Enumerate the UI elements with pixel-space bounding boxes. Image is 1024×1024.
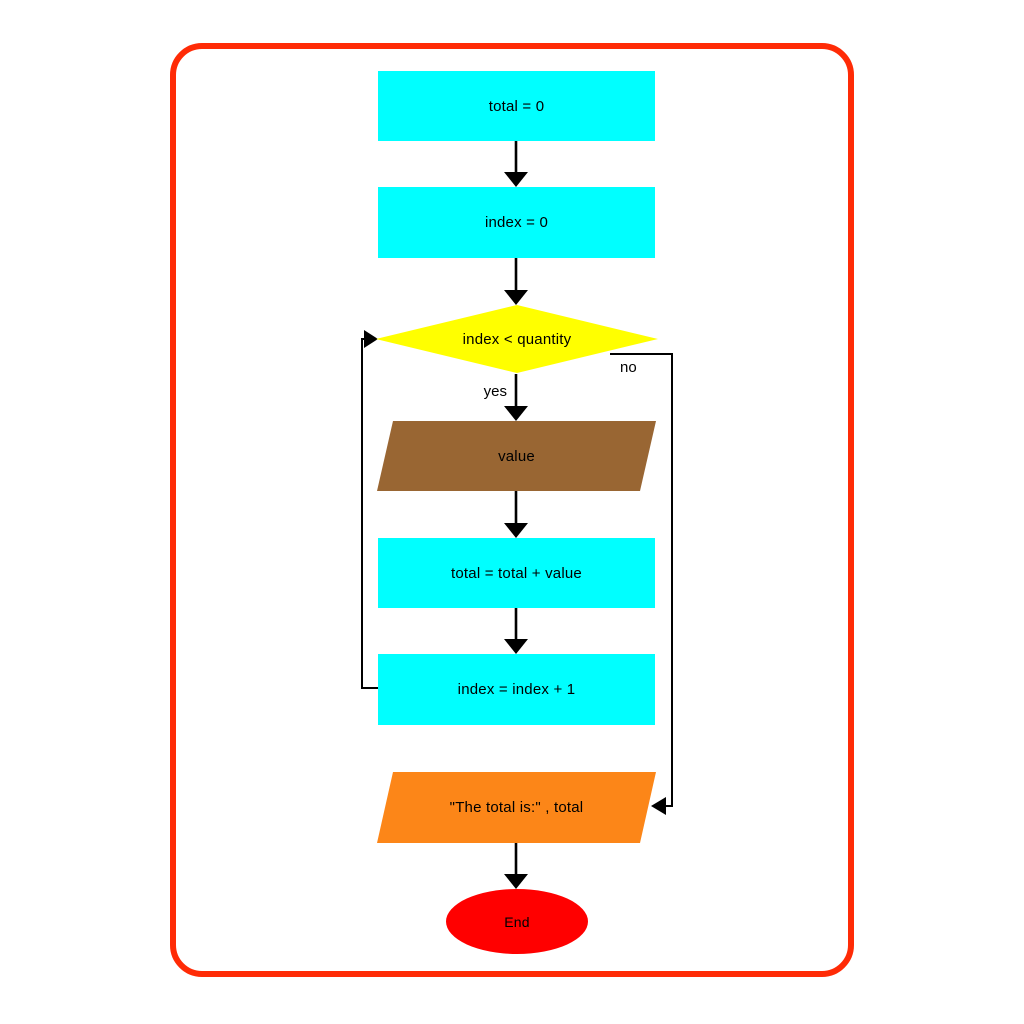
node-input-value-label: value [498, 447, 535, 465]
diagram-frame [170, 43, 854, 977]
node-loop-condition-label: index < quantity [462, 330, 572, 348]
node-input-value: value [377, 421, 656, 491]
node-init-total: total = 0 [378, 71, 655, 141]
node-accumulate-total: total = total + value [378, 538, 655, 608]
node-accumulate-total-label: total = total + value [451, 564, 582, 582]
edge-label-no: no [620, 359, 637, 376]
edge-label-yes: yes [483, 383, 507, 400]
node-increment-index-label: index = index + 1 [457, 681, 576, 698]
node-output-total: "The total is:" , total [377, 772, 656, 843]
node-init-index: index = 0 [378, 187, 655, 258]
node-output-total-label: "The total is:" , total [449, 799, 584, 816]
node-increment-index: index = index + 1 [378, 654, 655, 725]
node-init-index-label: index = 0 [484, 214, 549, 231]
node-end: End [446, 889, 588, 954]
node-end-label: End [504, 913, 530, 930]
node-init-total-label: total = 0 [488, 97, 545, 115]
